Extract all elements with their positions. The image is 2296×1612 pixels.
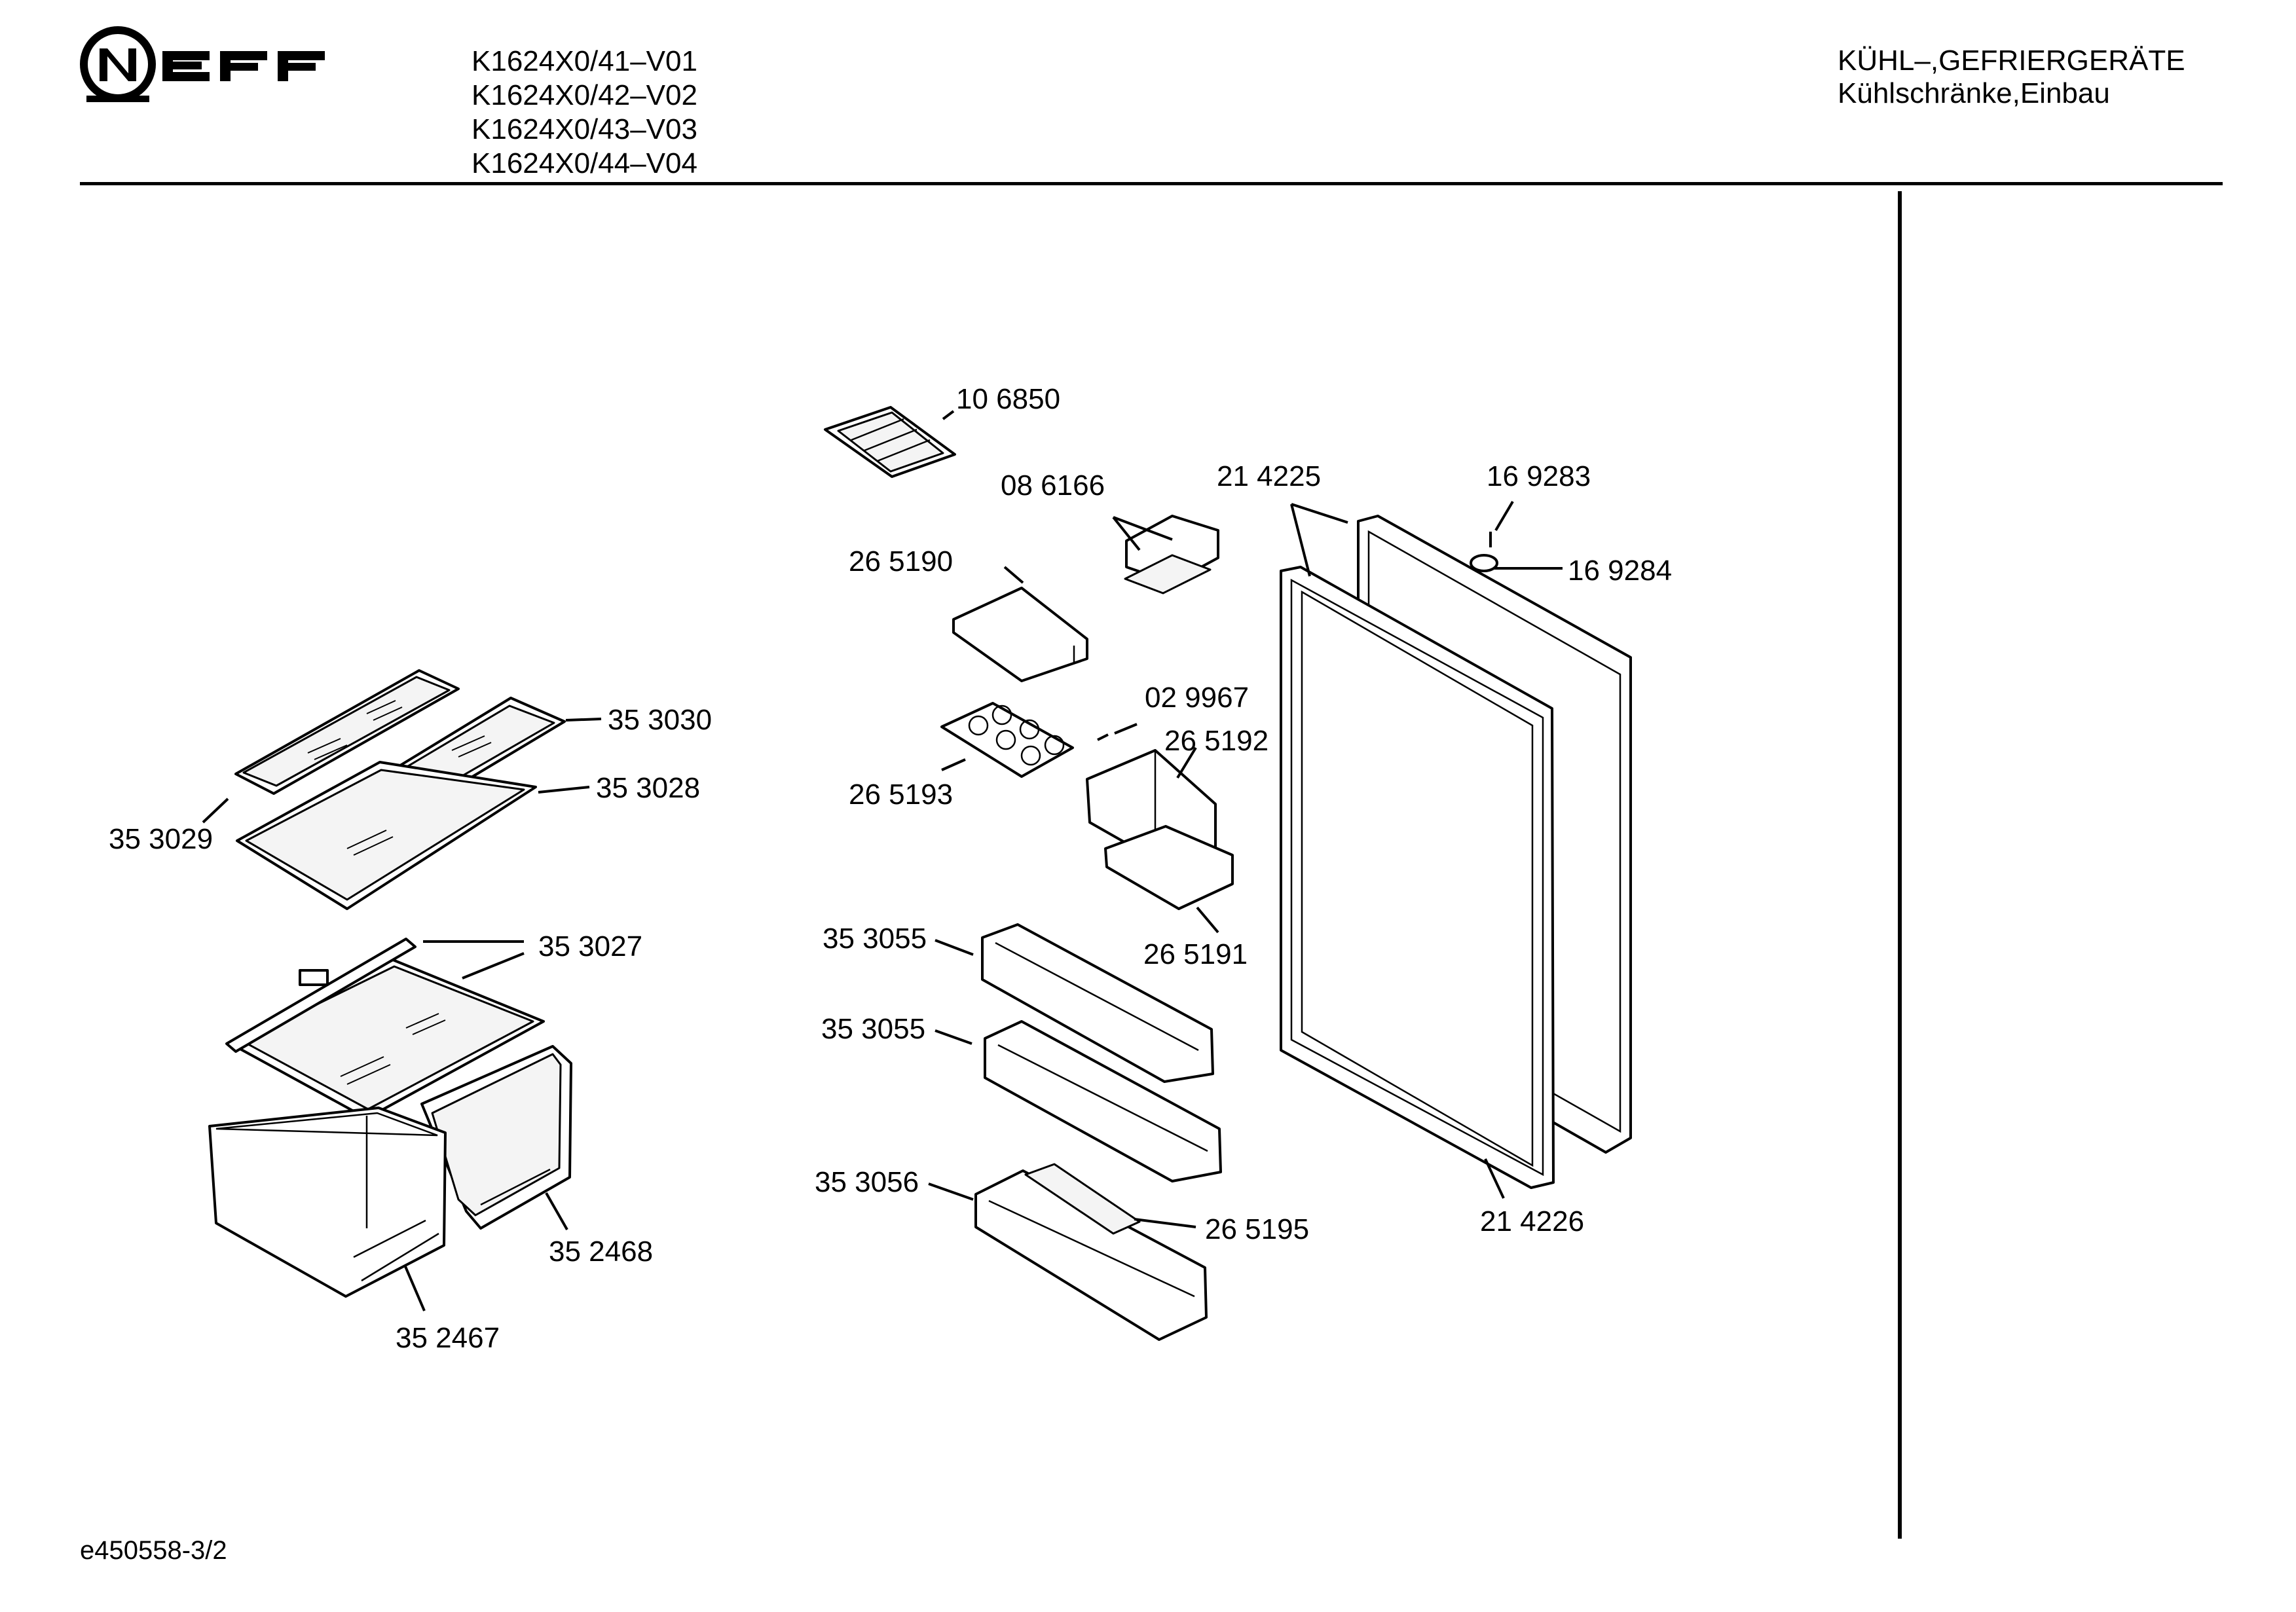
small-door-tray <box>952 587 1088 682</box>
part-label: 35 3028 <box>596 772 700 804</box>
vertical-divider <box>1898 191 1902 1539</box>
part-label: 35 3029 <box>109 823 213 855</box>
part-label: 26 5195 <box>1205 1213 1309 1245</box>
part-label: 35 3055 <box>821 1013 925 1045</box>
part-label: 35 3030 <box>608 704 712 736</box>
model-number: K1624X0/41–V01 <box>472 45 697 77</box>
screw-small <box>1097 733 1109 741</box>
door-shelf-lower <box>984 1020 1222 1182</box>
model-list: K1624X0/41–V01 K1624X0/42–V02 K1624X0/43… <box>472 45 697 181</box>
butter-compartment <box>1124 515 1219 595</box>
part-label: 35 2467 <box>396 1322 500 1354</box>
glass-shelf-lower <box>236 761 537 910</box>
category-line: KÜHL–,GEFRIERGERÄTE <box>1838 45 2185 77</box>
part-label: 16 9283 <box>1487 460 1591 492</box>
neff-logo <box>77 25 346 110</box>
part-label: 16 9284 <box>1568 555 1672 587</box>
part-label: 02 9967 <box>1145 682 1249 714</box>
model-number: K1624X0/42–V02 <box>472 79 697 111</box>
document-id: e450558-3/2 <box>80 1536 227 1565</box>
part-label: 21 4226 <box>1480 1205 1584 1237</box>
part-label: 10 6850 <box>956 383 1060 415</box>
crisper-drawer-left <box>208 1107 447 1298</box>
part-label: 35 2468 <box>549 1236 653 1268</box>
door-gasket <box>1280 566 1555 1189</box>
part-label: 35 3056 <box>815 1166 919 1198</box>
door-compartment-with-lid <box>1086 749 1234 910</box>
glass-shelf-upper <box>234 669 460 795</box>
hinge-cap <box>1470 554 1498 572</box>
part-label: 08 6166 <box>1001 469 1105 502</box>
ice-cube-tray <box>824 406 956 478</box>
crisper-drawer-right <box>420 1045 572 1230</box>
part-labels: 10 6850 08 6166 21 4225 16 9283 26 5190 … <box>109 383 1672 1354</box>
bottle-shelf-with-holder <box>974 1163 1208 1341</box>
model-number: K1624X0/44–V04 <box>472 147 697 179</box>
part-label: 26 5192 <box>1164 725 1268 757</box>
category-line: Kühlschränke,Einbau <box>1838 77 2110 109</box>
category-heading: KÜHL–,GEFRIERGERÄTE Kühlschränke,Einbau <box>1838 45 2185 110</box>
part-label: 21 4225 <box>1217 460 1321 492</box>
crisper-cover <box>225 938 545 1120</box>
part-label: 26 5190 <box>849 545 953 577</box>
door-shelf-upper <box>981 923 1214 1083</box>
part-label: 26 5193 <box>849 779 953 811</box>
neff-logo-graphic <box>80 26 325 102</box>
egg-tray <box>940 702 1074 778</box>
model-number: K1624X0/43–V03 <box>472 113 697 145</box>
part-label: 35 3027 <box>538 930 642 962</box>
part-label: 35 3055 <box>823 923 927 955</box>
header-divider <box>80 182 2223 185</box>
part-label: 26 5191 <box>1143 938 1248 970</box>
